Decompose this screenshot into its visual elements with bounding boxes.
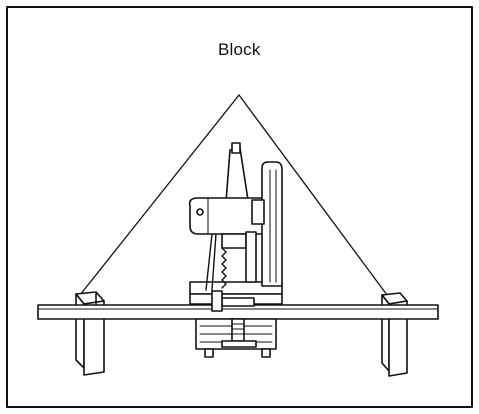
block-callout-label: Block bbox=[218, 40, 261, 59]
saw-support-post bbox=[246, 232, 256, 282]
diagram-frame bbox=[7, 7, 472, 407]
vise-clamp bbox=[212, 291, 256, 347]
saw-return-spring bbox=[222, 248, 226, 288]
callout-leader-lines bbox=[80, 95, 390, 299]
saw-motor-housing bbox=[190, 143, 265, 290]
workpiece-bar bbox=[38, 305, 438, 319]
blade-guard bbox=[252, 162, 282, 286]
